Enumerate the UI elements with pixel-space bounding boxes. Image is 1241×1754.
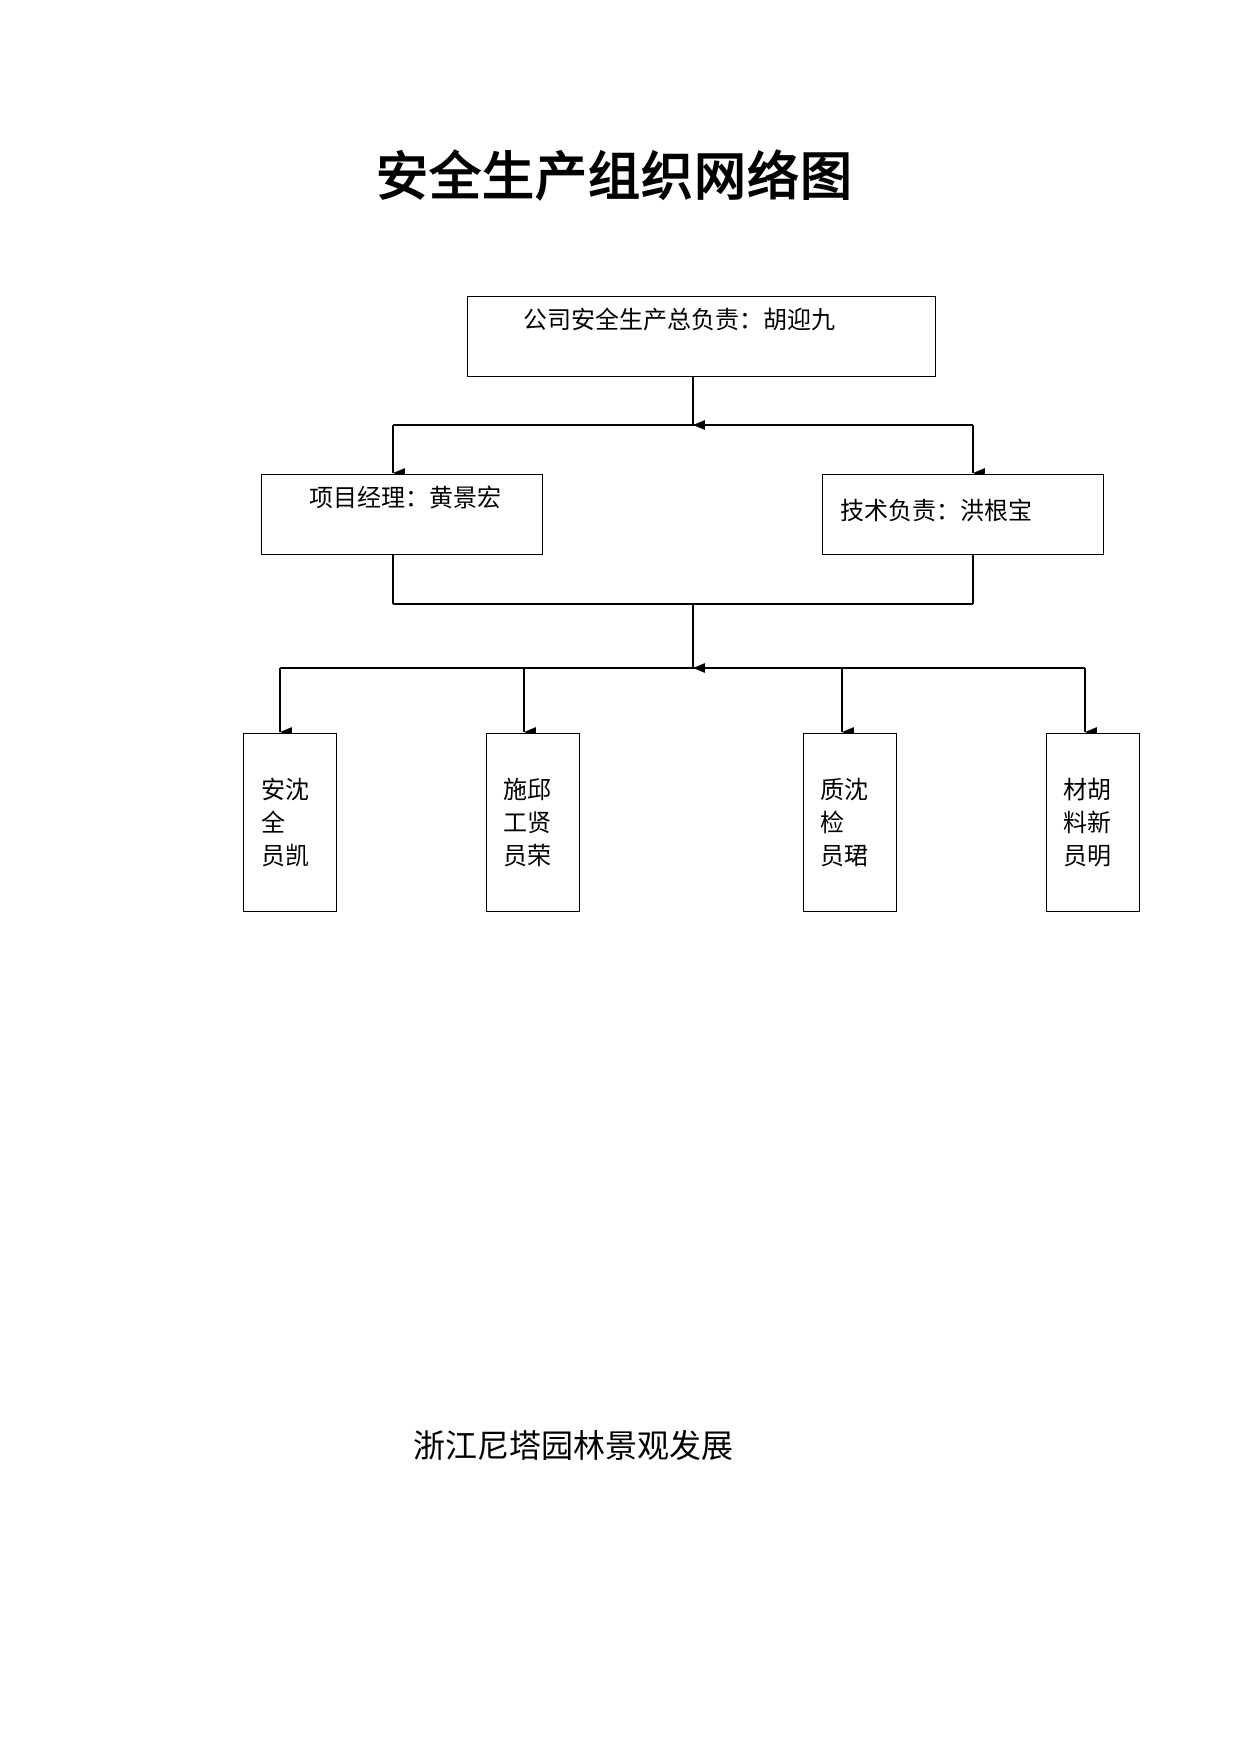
- company-name: 浙江尼塔园林景观发展: [413, 1427, 734, 1465]
- construction-officer-label: 施邱 工贤 员荣: [503, 776, 551, 870]
- tech-lead-label: 技术负责：洪根宝: [840, 497, 1032, 525]
- box-tech-lead: 技术负责：洪根宝: [822, 474, 1104, 555]
- material-officer-label: 材胡 料新 员明: [1063, 776, 1111, 870]
- box-material-officer: 材胡 料新 员明: [1046, 733, 1140, 912]
- box-safety-officer: 安沈 全 员凯: [243, 733, 337, 912]
- safety-officer-label: 安沈 全 员凯: [261, 776, 309, 870]
- box-construction-officer: 施邱 工贤 员荣: [486, 733, 580, 912]
- box-project-manager: 项目经理：黄景宏: [261, 474, 543, 555]
- box-safety-director: 公司安全生产总负责：胡迎九: [467, 296, 936, 377]
- project-manager-label: 项目经理：黄景宏: [309, 484, 501, 512]
- box-quality-officer: 质沈 检 员珺: [803, 733, 897, 912]
- quality-officer-label: 质沈 检 员珺: [820, 776, 868, 870]
- safety-director-label: 公司安全生产总负责：胡迎九: [523, 306, 835, 334]
- page-title: 安全生产组织网络图: [375, 148, 853, 208]
